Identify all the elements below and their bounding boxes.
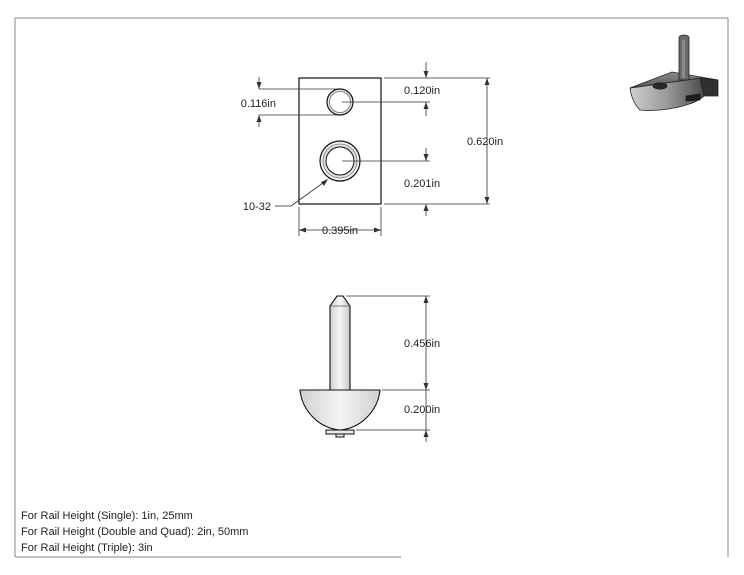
iso-body-side bbox=[699, 77, 719, 97]
dim-arrow bbox=[299, 227, 306, 233]
dim-arrow bbox=[423, 383, 429, 390]
note-line: For Rail Height (Single): 1in, 25mm bbox=[21, 510, 193, 522]
notes-block: For Rail Height (Single): 1in, 25mm For … bbox=[21, 508, 248, 556]
dim-arrow bbox=[256, 82, 262, 89]
dim-pin-length bbox=[346, 295, 430, 391]
pin bbox=[329, 295, 351, 391]
dim-arrow bbox=[374, 227, 381, 233]
dim-arrow bbox=[423, 102, 429, 109]
thread-callout-label: 10-32 bbox=[243, 201, 271, 213]
dim-arrow bbox=[423, 154, 429, 161]
iso-hole bbox=[652, 82, 668, 90]
bottom-tab bbox=[325, 429, 355, 438]
note-line: For Rail Height (Triple): 3in bbox=[21, 542, 153, 554]
dim-width-label: 0.395in bbox=[322, 225, 358, 237]
leader-arrow bbox=[321, 179, 328, 186]
dim-arrow bbox=[423, 71, 429, 78]
dim-width bbox=[298, 207, 382, 236]
dim-small-hole-label: 0.116in bbox=[241, 98, 276, 110]
dim-threaded-offset-label: 0.201in bbox=[404, 178, 440, 190]
dim-arrow bbox=[484, 197, 490, 204]
thread-leader bbox=[275, 179, 328, 207]
dim-arrow bbox=[423, 296, 429, 303]
dim-arrow bbox=[256, 115, 262, 122]
dim-arrow bbox=[423, 430, 429, 437]
dim-hole-offset-label: 0.120in bbox=[404, 85, 440, 97]
iso-view bbox=[629, 34, 719, 111]
iso-body-front bbox=[629, 77, 705, 111]
dim-total-height bbox=[384, 78, 490, 205]
dim-arrow bbox=[484, 78, 490, 85]
drawing-frame bbox=[14, 17, 729, 558]
base-dome bbox=[299, 389, 381, 431]
iso-pin-highlight bbox=[682, 40, 685, 78]
dim-base-height-label: 0.200in bbox=[404, 404, 440, 416]
note-line: For Rail Height (Double and Quad): 2in, … bbox=[21, 526, 249, 538]
dim-arrow bbox=[423, 204, 429, 211]
iso-tab bbox=[685, 93, 701, 102]
dim-pin-length-label: 0.456in bbox=[404, 338, 440, 350]
dim-total-height-label: 0.620in bbox=[467, 136, 503, 148]
threaded-hole bbox=[319, 140, 361, 182]
top-view: 0.116in 0.120in 0.620in 0.201in bbox=[241, 62, 503, 237]
side-view: 0.456in 0.200in bbox=[299, 295, 440, 442]
